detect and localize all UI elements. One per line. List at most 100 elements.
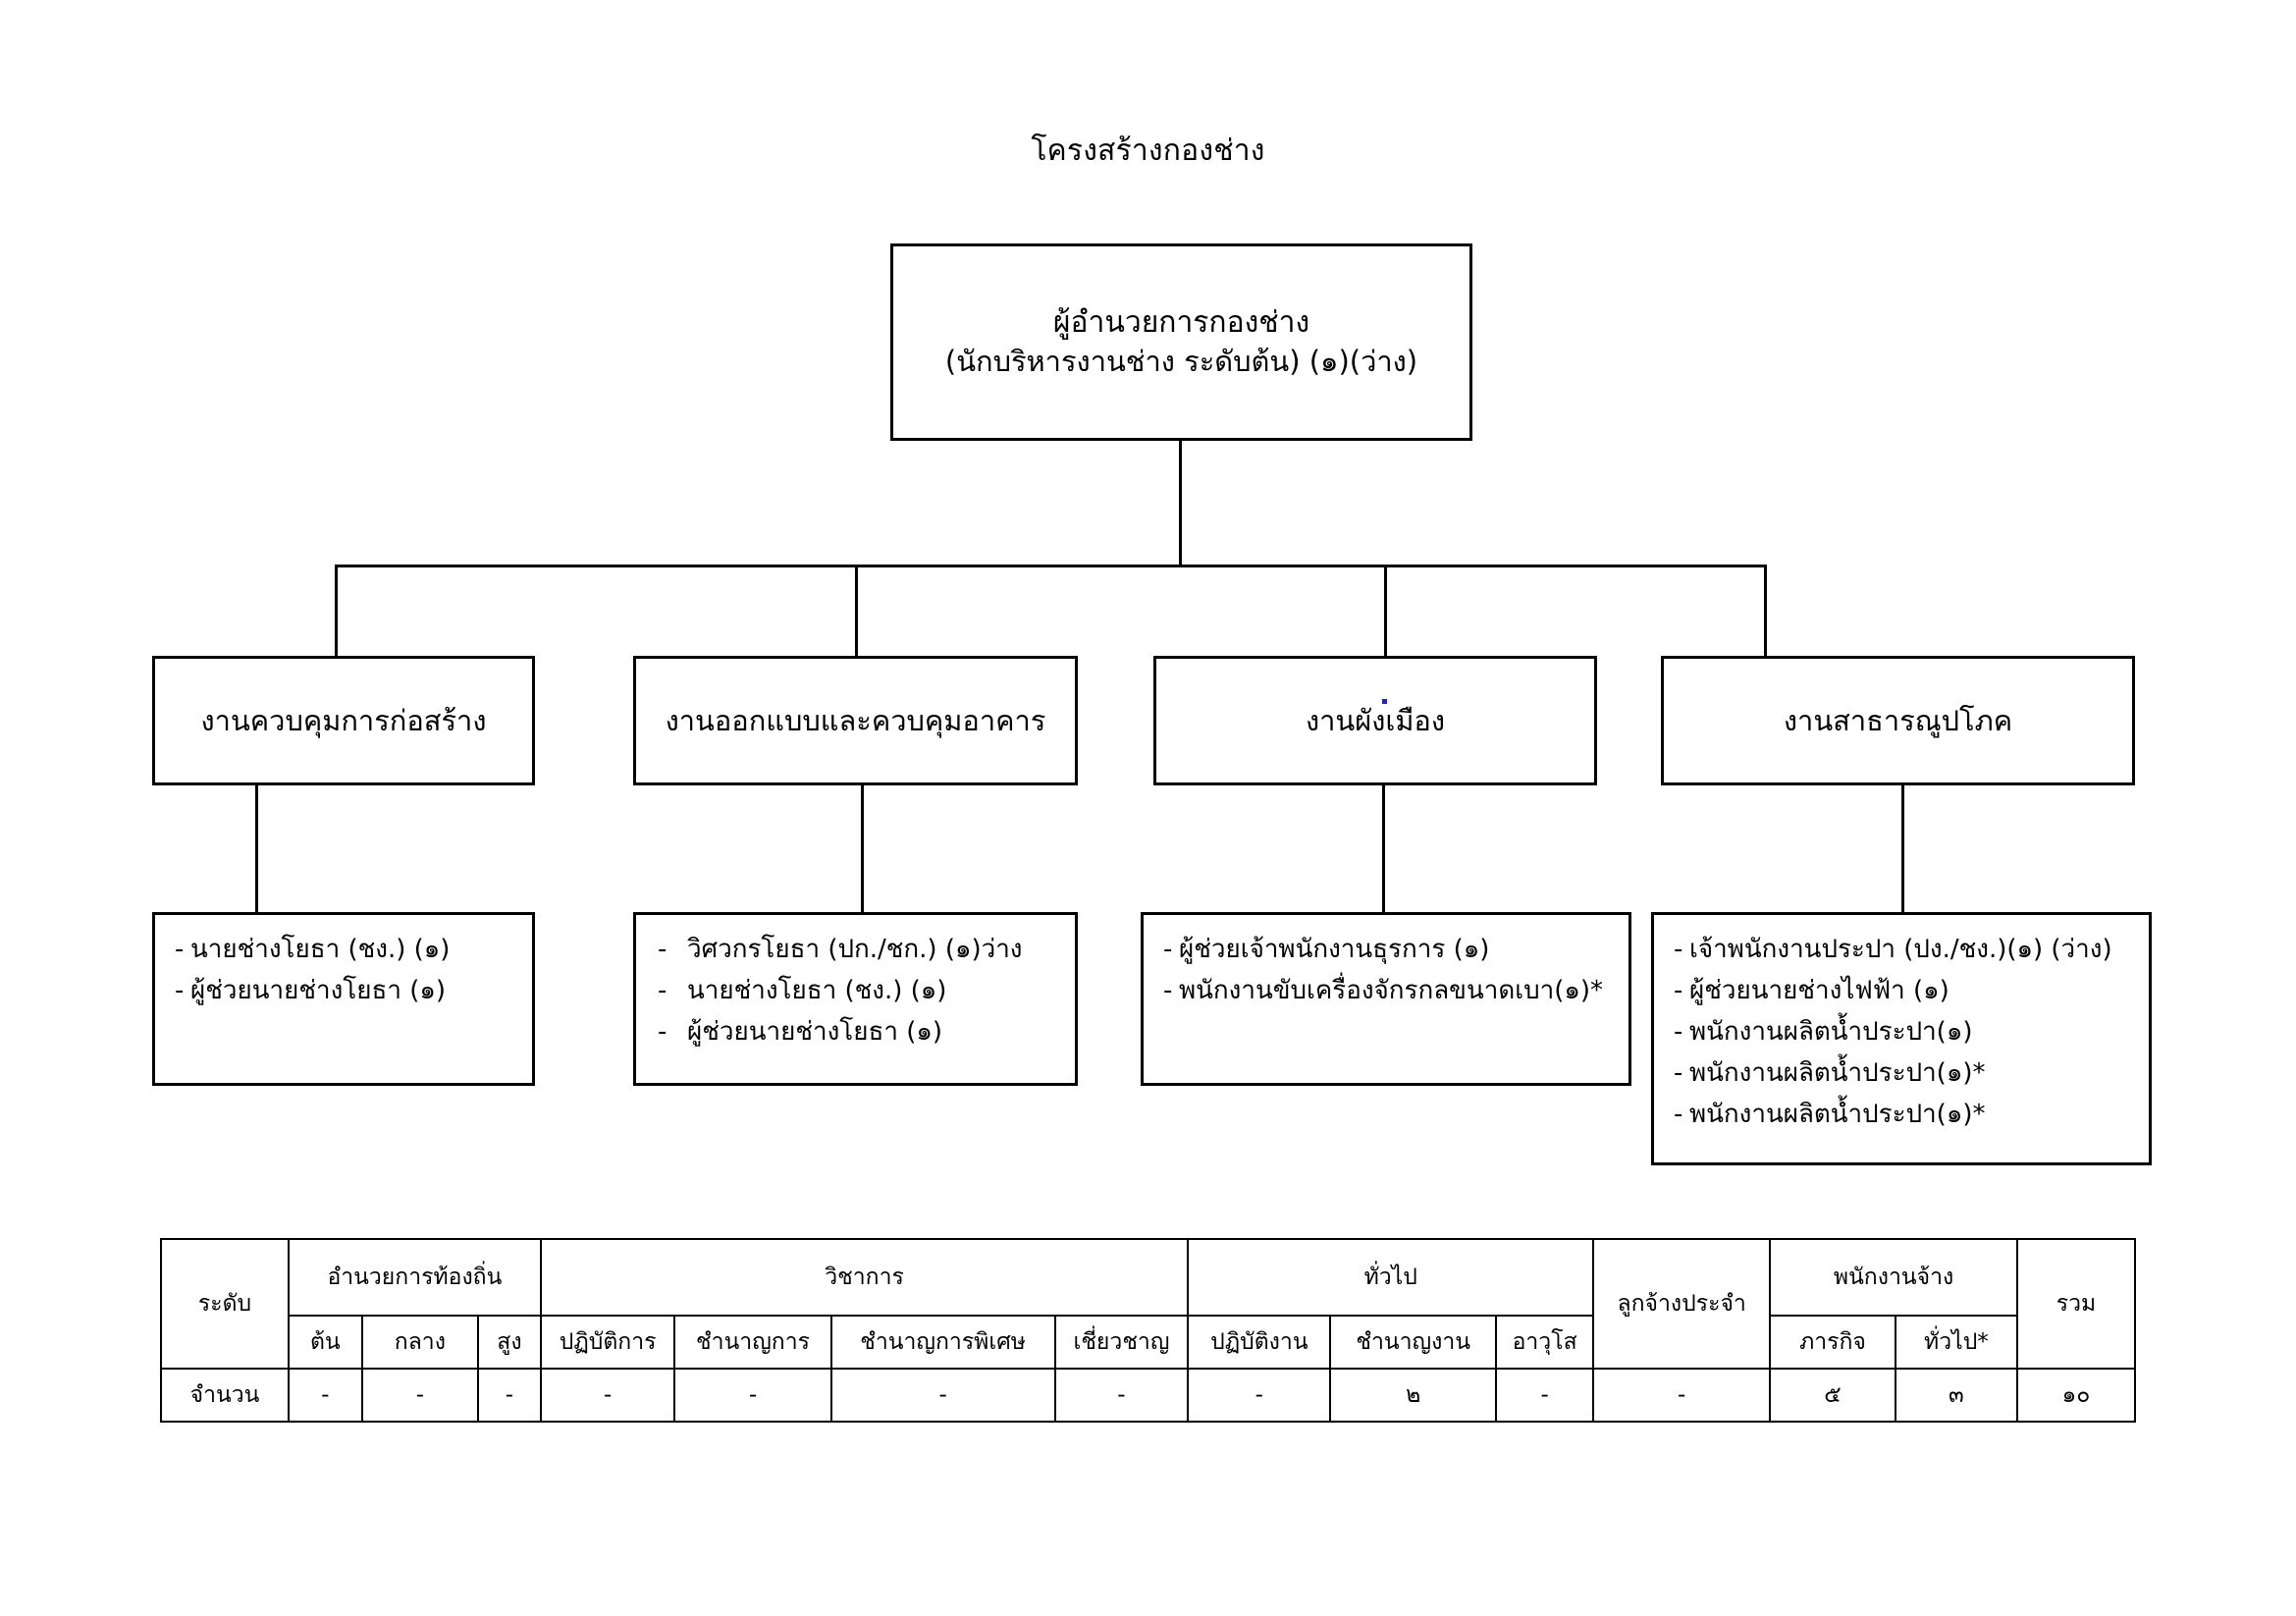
unit-label: งานออกแบบและควบคุมอาคาร	[665, 704, 1046, 737]
list-item-label: ผู้ช่วยนายช่างโยธา (๑)	[190, 976, 446, 1006]
bullet-dash: -	[658, 1017, 667, 1048]
detail-box-construction-control: -นายช่างโยธา (ชง.) (๑) -ผู้ช่วยนายช่างโย…	[152, 912, 535, 1086]
list-item-label: พนักงานผลิตน้ำประปา(๑)	[1689, 1017, 1973, 1048]
cell-value: ๕	[1769, 1368, 1896, 1423]
unit-box-construction-control: งานควบคุมการก่อสร้าง	[152, 656, 535, 785]
connector-drop-unit-4	[1764, 565, 1767, 658]
bullet-dash: -	[658, 935, 667, 964]
connector-bus	[335, 565, 1767, 567]
header-total: รวม	[2016, 1238, 2136, 1370]
bullet-dash: -	[1163, 935, 1173, 964]
table-row: จำนวน - - - - - - - - ๒ - - ๕ ๓ ๑๐	[160, 1368, 2136, 1423]
connector-root-stem	[1179, 441, 1182, 566]
list-item-label: พนักงานผลิตน้ำประปา(๑)*	[1689, 1100, 1986, 1130]
bullet-dash: -	[1674, 935, 1683, 964]
subheader-local-admin-0: ต้น	[288, 1315, 363, 1370]
unit-box-design-building-control: งานออกแบบและควบคุมอาคาร	[633, 656, 1078, 785]
list-item-label: ผู้ช่วยเจ้าพนักงานธุรการ (๑)	[1179, 935, 1490, 964]
subheader-academic-1: ชำนาญการ	[673, 1315, 832, 1370]
cell-value: -	[829, 1368, 1056, 1423]
subheader-general-1: ชำนาญงาน	[1329, 1315, 1498, 1370]
connector-drop-unit-2	[855, 565, 858, 658]
list-item: -นายช่างโยธา (ชง.) (๑)	[636, 970, 1075, 1011]
list-item-label: พนักงานขับเครื่องจักรกลขนาดเบา(๑)*	[1179, 976, 1603, 1006]
cell-value: -	[1592, 1368, 1772, 1423]
list-item: -เจ้าพนักงานประปา (ปง./ชง.)(๑) (ว่าง)	[1654, 929, 2149, 970]
subheader-general-0: ปฏิบัติงาน	[1187, 1315, 1332, 1370]
list-item: -นายช่างโยธา (ชง.) (๑)	[155, 929, 532, 970]
connector-unit-1-to-detail	[255, 785, 258, 914]
node-director: ผู้อำนวยการกองช่าง (นักบริหารงานช่าง ระด…	[890, 243, 1472, 441]
subheader-local-admin-2: สูง	[477, 1315, 542, 1370]
page-title: โครงสร้างกองช่าง	[1031, 134, 1265, 168]
list-item: -พนักงานผลิตน้ำประปา(๑)	[1654, 1011, 2149, 1052]
cell-value: -	[288, 1368, 363, 1423]
connector-unit-4-to-detail	[1901, 785, 1904, 914]
cell-value: -	[477, 1368, 542, 1423]
list-item-label: นายช่างโยธา (ชง.) (๑)	[687, 976, 947, 1006]
bullet-dash: -	[658, 976, 667, 1006]
cell-value: -	[360, 1368, 480, 1423]
artifact-speck	[1382, 699, 1387, 704]
subheader-academic-0: ปฏิบัติการ	[539, 1315, 676, 1370]
detail-box-public-utilities: -เจ้าพนักงานประปา (ปง./ชง.)(๑) (ว่าง) -ผ…	[1651, 912, 2152, 1165]
cell-value: -	[539, 1368, 676, 1423]
detail-box-city-planning: -ผู้ช่วยเจ้าพนักงานธุรการ (๑) -พนักงานขั…	[1141, 912, 1631, 1086]
subheader-academic-3: เชี่ยวชาญ	[1053, 1315, 1190, 1370]
node-director-title: ผู้อำนวยการกองช่าง	[1052, 304, 1310, 340]
list-item: -พนักงานผลิตน้ำประปา(๑)*	[1654, 1052, 2149, 1094]
summary-table-head: ระดับ อำนวยการท้องถิ่น วิชาการ ทั่วไป ลู…	[160, 1238, 2136, 1370]
header-group-hired-staff: พนักงานจ้าง	[1769, 1238, 2018, 1317]
connector-drop-unit-1	[335, 565, 338, 658]
cell-value: -	[1187, 1368, 1332, 1423]
summary-table-body: จำนวน - - - - - - - - ๒ - - ๕ ๓ ๑๐	[160, 1368, 2136, 1423]
list-item-label: ผู้ช่วยนายช่างโยธา (๑)	[687, 1017, 942, 1048]
cell-value: ๒	[1329, 1368, 1498, 1423]
list-item-label: เจ้าพนักงานประปา (ปง./ชง.)(๑) (ว่าง)	[1689, 935, 2112, 964]
unit-label: งานควบคุมการก่อสร้าง	[200, 704, 487, 737]
list-item-label: ผู้ช่วยนายช่างไฟฟ้า (๑)	[1689, 976, 1949, 1006]
connector-drop-unit-3	[1384, 565, 1387, 658]
list-item-label: พนักงานผลิตน้ำประปา(๑)*	[1689, 1058, 1986, 1089]
bullet-dash: -	[175, 976, 185, 1006]
detail-list: -นายช่างโยธา (ชง.) (๑) -ผู้ช่วยนายช่างโย…	[155, 929, 532, 1011]
header-group-general: ทั่วไป	[1187, 1238, 1595, 1317]
list-item: -ผู้ช่วยนายช่างโยธา (๑)	[155, 970, 532, 1011]
bullet-dash: -	[1163, 976, 1173, 1006]
table-header-sub-row: ต้น กลาง สูง ปฏิบัติการ ชำนาญการ ชำนาญกา…	[161, 1315, 2135, 1370]
subheader-general-2: อาวุโส	[1495, 1315, 1595, 1370]
header-group-local-admin: อำนวยการท้องถิ่น	[288, 1238, 542, 1317]
cell-value: -	[1495, 1368, 1595, 1423]
detail-list: -ผู้ช่วยเจ้าพนักงานธุรการ (๑) -พนักงานขั…	[1144, 929, 1629, 1011]
summary-table: ระดับ อำนวยการท้องถิ่น วิชาการ ทั่วไป ลู…	[160, 1238, 2136, 1423]
bullet-dash: -	[1674, 1100, 1683, 1130]
list-item: -ผู้ช่วยนายช่างไฟฟ้า (๑)	[1654, 970, 2149, 1011]
cell-value: ๑๐	[2016, 1368, 2136, 1423]
cell-value: -	[1053, 1368, 1190, 1423]
bullet-dash: -	[1674, 1017, 1683, 1048]
header-level: ระดับ	[160, 1238, 290, 1370]
bullet-dash: -	[1674, 976, 1683, 1006]
connector-unit-3-to-detail	[1382, 785, 1385, 914]
list-item: -ผู้ช่วยเจ้าพนักงานธุรการ (๑)	[1144, 929, 1629, 970]
row-label-count: จำนวน	[160, 1368, 290, 1423]
list-item-label: นายช่างโยธา (ชง.) (๑)	[190, 935, 451, 964]
subheader-academic-2: ชำนาญการพิเศษ	[829, 1315, 1056, 1370]
header-permanent-employee: ลูกจ้างประจำ	[1592, 1238, 1772, 1370]
list-item: -พนักงานขับเครื่องจักรกลขนาดเบา(๑)*	[1144, 970, 1629, 1011]
node-director-subtitle: (นักบริหารงานช่าง ระดับต้น) (๑)(ว่าง)	[944, 345, 1418, 379]
subheader-local-admin-1: กลาง	[360, 1315, 480, 1370]
detail-list: -วิศวกรโยธา (ปก./ชก.) (๑)ว่าง -นายช่างโย…	[636, 929, 1075, 1052]
unit-label: งานสาธารณูปโภค	[1783, 704, 2013, 737]
subheader-hired-staff-0: ภารกิจ	[1769, 1315, 1896, 1370]
list-item: -ผู้ช่วยนายช่างโยธา (๑)	[636, 1011, 1075, 1052]
detail-box-design-building-control: -วิศวกรโยธา (ปก./ชก.) (๑)ว่าง -นายช่างโย…	[633, 912, 1078, 1086]
unit-box-city-planning: งานผังเมือง	[1153, 656, 1597, 785]
list-item-label: วิศวกรโยธา (ปก./ชก.) (๑)ว่าง	[687, 935, 1023, 964]
list-item: -วิศวกรโยธา (ปก./ชก.) (๑)ว่าง	[636, 929, 1075, 970]
cell-value: -	[673, 1368, 832, 1423]
bullet-dash: -	[175, 935, 185, 964]
list-item: -พนักงานผลิตน้ำประปา(๑)*	[1654, 1094, 2149, 1135]
header-group-academic: วิชาการ	[539, 1238, 1190, 1317]
